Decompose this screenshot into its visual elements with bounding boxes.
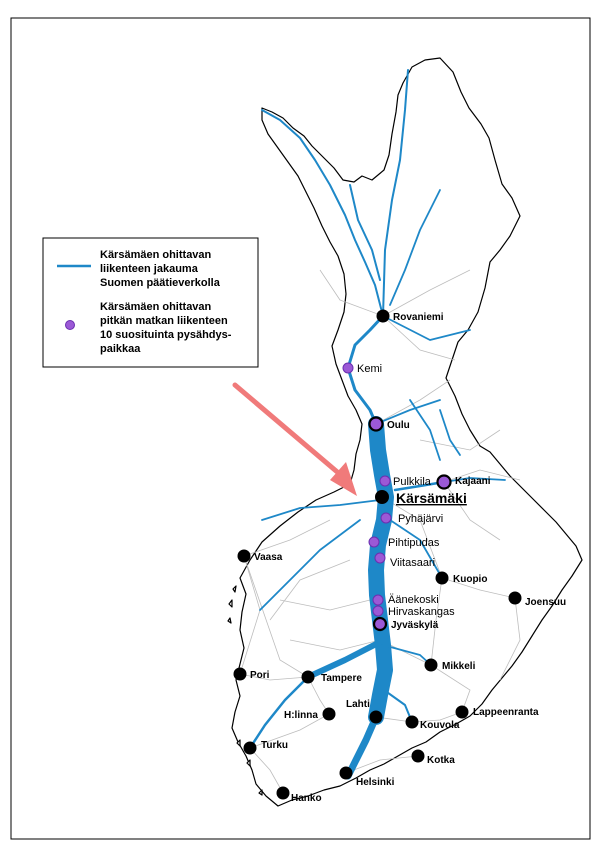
legend-flow-line-3: Suomen päätieverkolla (100, 277, 221, 289)
city-marker-helsinki (339, 766, 353, 780)
city-label-turku: Turku (261, 740, 288, 751)
pointer-arrow (232, 382, 357, 496)
city-label-lahti: Lahti (346, 699, 370, 710)
stop-label-pulkkila: Pulkkila (393, 476, 432, 488)
city-marker-vaasa (237, 549, 251, 563)
city-marker-oulu (368, 416, 384, 432)
stop-places: Kemi Pulkkila Pyhäjärvi Pihtipudas Viita… (342, 362, 455, 618)
city-marker-lahti (369, 710, 383, 724)
stop-marker-hirvaskangas (372, 605, 384, 617)
traffic-flow (248, 69, 506, 780)
city-marker-joensuu (508, 591, 522, 605)
stop-marker-pyhajarvi (380, 512, 392, 524)
focus-label-karsamaki: Kärsämäki (396, 490, 467, 506)
city-marker-kajaani (436, 474, 452, 490)
cities: Rovaniemi Oulu Kajaani Vaasa Kuopio Joen… (233, 309, 566, 804)
legend-stop-line-4: paikkaa (100, 343, 141, 355)
city-label-mikkeli: Mikkeli (442, 661, 476, 672)
city-marker-lappeenranta (455, 705, 469, 719)
stop-marker-kemi (342, 362, 354, 374)
city-label-kuopio: Kuopio (453, 574, 487, 585)
city-marker-hameenlinna (322, 707, 336, 721)
city-marker-tampere (301, 670, 315, 684)
map-frame (10, 17, 591, 840)
city-marker-mikkeli (424, 658, 438, 672)
city-label-oulu: Oulu (387, 420, 410, 431)
city-marker-turku (243, 741, 257, 755)
focus-place: Kärsämäki (375, 490, 467, 506)
focus-marker-karsamaki (375, 490, 389, 504)
city-label-jyvaskyla: Jyväskylä (391, 620, 439, 631)
city-label-tampere: Tampere (321, 673, 362, 684)
legend-stop-line-1: Kärsämäen ohittavan (100, 301, 212, 313)
city-marker-pori (233, 667, 247, 681)
stop-label-aanekoski: Äänekoski (388, 594, 439, 606)
city-marker-jyvaskyla (372, 616, 388, 632)
stop-marker-aanekoski (372, 594, 384, 606)
city-label-pori: Pori (250, 670, 270, 681)
road-network (239, 269, 521, 794)
stop-marker-pihtipudas (368, 536, 380, 548)
stop-marker-viitasaari (374, 552, 386, 564)
legend: Kärsämäen ohittavan liikenteen jakauma S… (42, 237, 259, 368)
legend-stop-symbol (65, 320, 75, 330)
city-marker-kuopio (435, 571, 449, 585)
city-label-helsinki: Helsinki (356, 777, 395, 788)
stop-label-kemi: Kemi (357, 363, 382, 375)
legend-flow-line-2: liikenteen jakauma (100, 263, 199, 275)
city-label-rovaniemi: Rovaniemi (393, 312, 444, 323)
city-label-hameenlinna: H:linna (284, 710, 318, 721)
city-label-joensuu: Joensuu (525, 597, 566, 608)
legend-flow-line-1: Kärsämäen ohittavan (100, 249, 212, 261)
city-label-hanko: Hanko (291, 793, 322, 804)
stop-marker-pulkkila (379, 475, 391, 487)
city-label-kouvola: Kouvola (420, 720, 460, 731)
stop-label-pihtipudas: Pihtipudas (388, 537, 440, 549)
legend-box (42, 237, 259, 368)
finland-outline (231, 57, 583, 807)
city-label-vaasa: Vaasa (254, 552, 283, 563)
city-label-lappeenranta: Lappeenranta (473, 707, 539, 718)
city-marker-kouvola (405, 715, 419, 729)
city-marker-kotka (411, 749, 425, 763)
city-label-kajaani: Kajaani (455, 476, 491, 487)
stop-label-pyhajarvi: Pyhäjärvi (398, 513, 443, 525)
coast-islands (227, 585, 263, 796)
city-label-kotka: Kotka (427, 755, 455, 766)
legend-stop-line-3: 10 suosituinta pysähdys- (100, 329, 232, 341)
legend-stop-line-2: pitkän matkan liikenteen (100, 315, 228, 327)
stop-label-viitasaari: Viitasaari (390, 557, 435, 569)
city-marker-hanko (276, 786, 290, 800)
stop-label-hirvaskangas: Hirvaskangas (388, 606, 455, 618)
city-marker-rovaniemi (376, 309, 390, 323)
